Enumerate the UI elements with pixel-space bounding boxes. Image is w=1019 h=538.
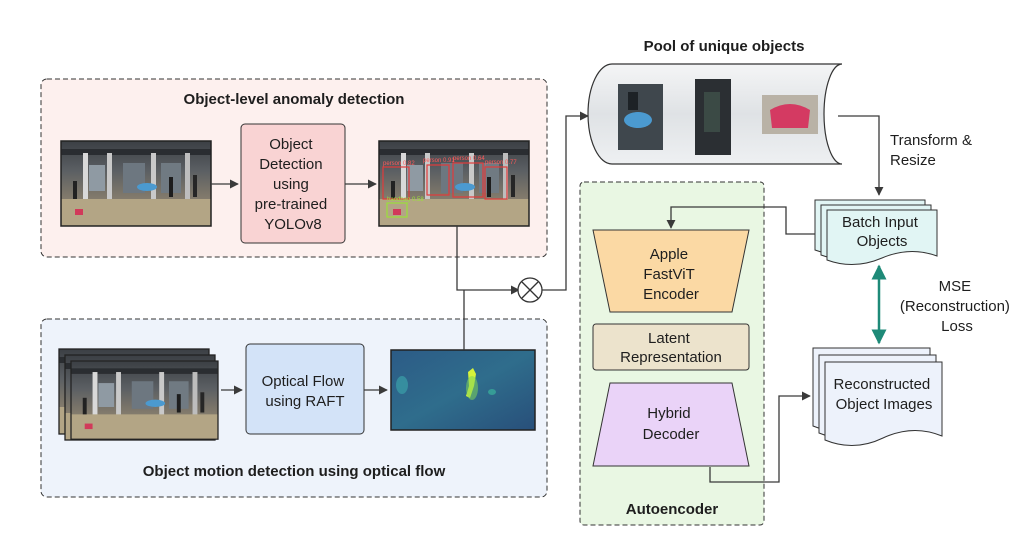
connector-pool-to-batch (838, 115, 884, 196)
mse-label-line-3: Loss (941, 318, 973, 335)
object-detection-line-2: Detection (259, 156, 322, 173)
anomaly-panel-title: Object-level anomaly detection (184, 91, 405, 108)
encoder-trapezoid: Apple FastViT Encoder (592, 229, 750, 313)
reconstructed-line-2: Object Images (836, 396, 933, 413)
object-detection-line-4: pre-trained (255, 196, 328, 213)
svg-text:Batch Input Objects: Batch Input Objects (842, 214, 922, 250)
transform-label-line-1: Transform & (890, 132, 972, 149)
mse-label-line-1: MSE (939, 278, 972, 295)
autoencoder-panel: Autoencoder Apple FastViT Encoder Latent… (579, 181, 765, 526)
pool-title: Pool of unique objects (644, 38, 805, 55)
batch-input-line-2: Objects (857, 233, 908, 250)
optical-flow-line-1: Optical Flow (262, 373, 345, 390)
motion-detection-panel: Object motion detection using optical fl… (40, 318, 548, 498)
anomaly-detection-panel: Object-level anomaly detection Object De… (40, 78, 548, 258)
decoder-trapezoid: Hybrid Decoder (592, 382, 750, 467)
encoder-line-1: Apple (650, 246, 688, 263)
object-detection-line-3: using (273, 176, 309, 193)
transform-label: Transform & Resize (890, 132, 976, 169)
detection-tag-4: person 0.77 (485, 160, 517, 166)
transform-label-line-2: Resize (890, 152, 936, 169)
detected-objects-frame: person 0.82 person 0.91 person 0.64 pers… (378, 140, 530, 227)
detection-tag-5: handbag 0.58 (387, 197, 424, 203)
mse-label: MSE (Reconstruction) Loss (900, 278, 1014, 335)
input-video-frame (60, 140, 212, 227)
svg-text:Object Detection: Object Detection using pre-trained YOLOv… (255, 136, 332, 233)
object-detection-box: Object Detection using pre-trained YOLOv… (240, 123, 346, 244)
combine-node (517, 277, 543, 303)
connector-decoder-to-reconstructed (709, 391, 811, 483)
detection-tag-2: person 0.91 (423, 158, 455, 164)
mse-label-line-2: (Reconstruction) (900, 298, 1010, 315)
optical-flow-map (390, 349, 536, 431)
connector-detection-to-combine (456, 226, 520, 295)
encoder-line-2: FastViT (643, 266, 694, 283)
object-pool-cylinder (587, 63, 843, 165)
batch-input-line-1: Batch Input (842, 214, 919, 231)
connector-combine-to-pool (542, 111, 589, 291)
pool-object-person-2 (695, 79, 731, 155)
svg-text:Apple FastViT: Apple FastViT Encoder (643, 246, 699, 303)
svg-text:Latent Representation: Latent Representation (620, 330, 722, 366)
optical-flow-line-2: using RAFT (265, 393, 344, 410)
optical-flow-box: Optical Flow using RAFT (245, 343, 365, 435)
latent-line-1: Latent (648, 330, 691, 347)
svg-text:Optical Flow using RAF: Optical Flow using RAFT (262, 373, 349, 410)
autoencoder-title: Autoencoder (626, 501, 719, 518)
decoder-line-2: Decoder (643, 426, 700, 443)
svg-text:Reconstructed Object Ima: Reconstructed Object Images (834, 376, 935, 413)
object-detection-line-1: Object (269, 136, 313, 153)
input-frame-stack (58, 348, 219, 441)
reconstructed-stack: Reconstructed Object Images (812, 347, 943, 446)
detection-tag-3: person 0.64 (453, 156, 485, 162)
connector-batch-to-encoder (666, 206, 815, 235)
reconstructed-line-1: Reconstructed (834, 376, 931, 393)
object-detection-line-5: YOLOv8 (264, 216, 322, 233)
batch-input-stack: Batch Input Objects (814, 199, 938, 265)
pool-object-handbag (762, 95, 818, 134)
latent-box: Latent Representation (592, 323, 750, 371)
motion-panel-title: Object motion detection using optical fl… (143, 463, 446, 480)
encoder-line-3: Encoder (643, 286, 699, 303)
pool-object-person-1 (618, 84, 663, 150)
decoder-line-1: Hybrid (647, 405, 690, 422)
latent-line-2: Representation (620, 349, 722, 366)
detection-tag-1: person 0.82 (383, 161, 415, 167)
svg-text:Hybrid Decoder: Hybrid Decoder (643, 405, 700, 443)
